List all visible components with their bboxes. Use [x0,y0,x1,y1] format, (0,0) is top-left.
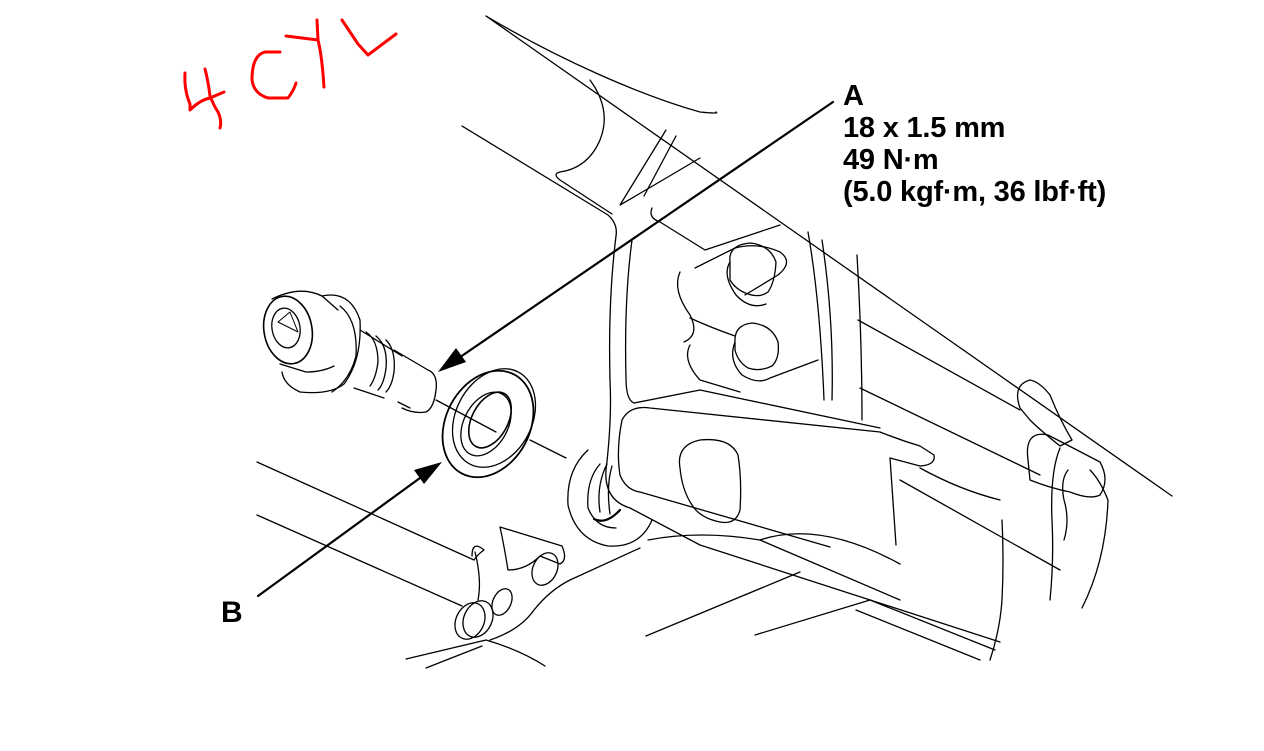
callout-b-letter: B [221,596,243,629]
arrowhead-a [438,348,466,372]
leader-lines [256,100,835,598]
callout-b: B [221,596,243,629]
mounting-tab [256,461,641,669]
bolt-part [262,290,437,414]
callout-a: A 18 x 1.5 mm 49 N·m (5.0 kgf·m, 36 lbf·… [843,80,1106,208]
handwritten-annotation [183,18,398,130]
leader-a [448,100,835,366]
callout-a-letter: A [843,80,864,112]
callout-a-torque: 49 N·m [843,144,939,176]
callout-a-thread-size: 18 x 1.5 mm [843,112,1006,144]
leader-b [256,476,422,598]
drain-bore [567,449,653,547]
arrowhead-b [414,462,442,484]
callout-a-torque-alt: (5.0 kgf·m, 36 lbf·ft) [843,176,1107,208]
washer-part [435,368,567,479]
housing-outline [461,15,1173,661]
